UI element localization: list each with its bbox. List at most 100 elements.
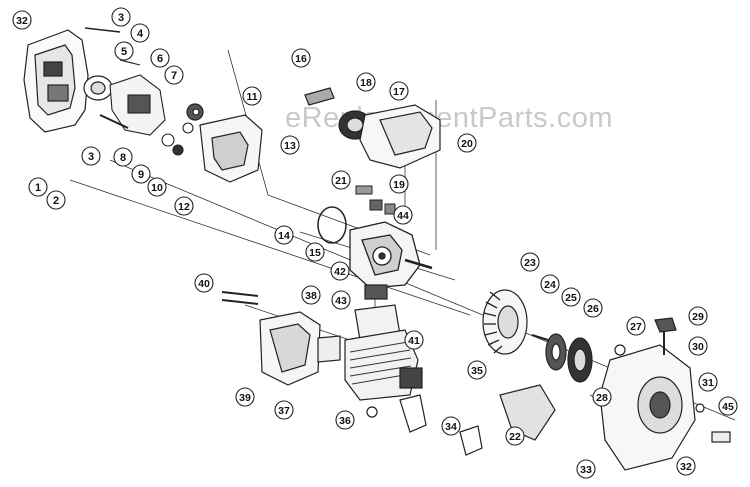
callout-circle — [393, 205, 413, 225]
callout-number: 29 — [692, 311, 704, 323]
callout-number: 8 — [120, 152, 126, 164]
callout-circle — [331, 170, 351, 190]
callout-c8: 8 — [113, 147, 133, 167]
starter-housing — [599, 317, 731, 471]
callout-circle — [335, 410, 355, 430]
callout-c39: 39 — [235, 387, 255, 407]
callout-circle — [194, 273, 214, 293]
callout-c42: 42 — [330, 261, 350, 281]
callout-number: 21 — [335, 175, 347, 187]
callout-circle — [441, 416, 461, 436]
callout-c14: 14 — [274, 225, 294, 245]
callout-circle — [389, 174, 409, 194]
muffler-cover-group — [304, 87, 441, 169]
callout-number: 5 — [121, 46, 127, 58]
callout-c4: 4 — [130, 23, 150, 43]
callout-number: 12 — [178, 201, 190, 213]
callout-c6: 6 — [150, 48, 170, 68]
callout-c3b: 3 — [81, 146, 101, 166]
callout-number: 22 — [509, 431, 521, 443]
callout-number: 11 — [246, 91, 257, 103]
callout-c5: 5 — [114, 41, 134, 61]
callout-c23: 23 — [520, 252, 540, 272]
callout-circle — [291, 48, 311, 68]
callout-circle — [274, 225, 294, 245]
callout-circle — [389, 81, 409, 101]
callout-c32a: 32 — [12, 10, 32, 30]
callout-c38: 38 — [301, 285, 321, 305]
callout-c3a: 3 — [111, 7, 131, 27]
callout-number: 28 — [596, 392, 608, 404]
callout-number: 26 — [587, 303, 599, 315]
callout-circle — [28, 177, 48, 197]
callout-c12: 12 — [174, 196, 194, 216]
callout-c33: 33 — [576, 459, 596, 479]
callout-circle — [46, 190, 66, 210]
callout-circle — [331, 290, 351, 310]
callout-circle — [301, 285, 321, 305]
callout-c32b: 32 — [676, 456, 696, 476]
callout-circle — [130, 23, 150, 43]
callout-c20: 20 — [457, 133, 477, 153]
callout-c1: 1 — [28, 177, 48, 197]
callout-c35: 35 — [467, 360, 487, 380]
callout-circle — [676, 456, 696, 476]
callout-number: 39 — [239, 392, 251, 404]
callout-c29: 29 — [688, 306, 708, 326]
callout-c43: 43 — [331, 290, 351, 310]
callout-number: 16 — [295, 53, 307, 65]
callout-c34: 34 — [441, 416, 461, 436]
callout-number: 36 — [339, 415, 351, 427]
callout-number: 30 — [692, 341, 704, 353]
callout-circle — [467, 360, 487, 380]
callout-number: 13 — [284, 140, 296, 152]
callout-circle — [235, 387, 255, 407]
callout-number: 32 — [680, 461, 692, 473]
callout-number: 37 — [278, 405, 290, 417]
callout-circle — [147, 177, 167, 197]
callout-c16: 16 — [291, 48, 311, 68]
callout-circle — [114, 41, 134, 61]
callout-number: 44 — [397, 210, 409, 222]
callout-number: 42 — [334, 266, 346, 278]
crankcase — [317, 206, 433, 289]
callout-number: 40 — [198, 278, 210, 290]
callout-c40: 40 — [194, 273, 214, 293]
cylinder-piston — [344, 284, 427, 433]
callout-circle — [274, 400, 294, 420]
callout-circle — [113, 147, 133, 167]
callout-circle — [698, 372, 718, 392]
callout-c37: 37 — [274, 400, 294, 420]
callout-circle — [150, 48, 170, 68]
callout-circle — [592, 387, 612, 407]
callout-circle — [718, 396, 738, 416]
callout-circle — [583, 298, 603, 318]
callout-circle — [457, 133, 477, 153]
callout-c2: 2 — [46, 190, 66, 210]
callout-circle — [688, 336, 708, 356]
callout-number: 9 — [138, 169, 144, 181]
callout-circle — [688, 306, 708, 326]
callout-number: 27 — [630, 321, 642, 333]
callout-c30: 30 — [688, 336, 708, 356]
callout-circle — [540, 274, 560, 294]
callout-circle — [356, 72, 376, 92]
callout-c26: 26 — [583, 298, 603, 318]
callout-number: 19 — [393, 179, 405, 191]
callout-circle — [505, 426, 525, 446]
callout-circle — [111, 7, 131, 27]
callout-c17: 17 — [389, 81, 409, 101]
callout-number: 38 — [305, 290, 317, 302]
callout-c22: 22 — [505, 426, 525, 446]
callout-number: 7 — [171, 70, 177, 82]
callout-c18: 18 — [356, 72, 376, 92]
callout-c13: 13 — [280, 135, 300, 155]
callout-number: 10 — [151, 182, 163, 194]
callout-c45: 45 — [718, 396, 738, 416]
callout-number: 1 — [35, 182, 41, 194]
carburetor-assembly — [84, 27, 194, 156]
callout-number: 18 — [360, 77, 372, 89]
muffler — [221, 291, 341, 386]
callout-circle — [12, 10, 32, 30]
